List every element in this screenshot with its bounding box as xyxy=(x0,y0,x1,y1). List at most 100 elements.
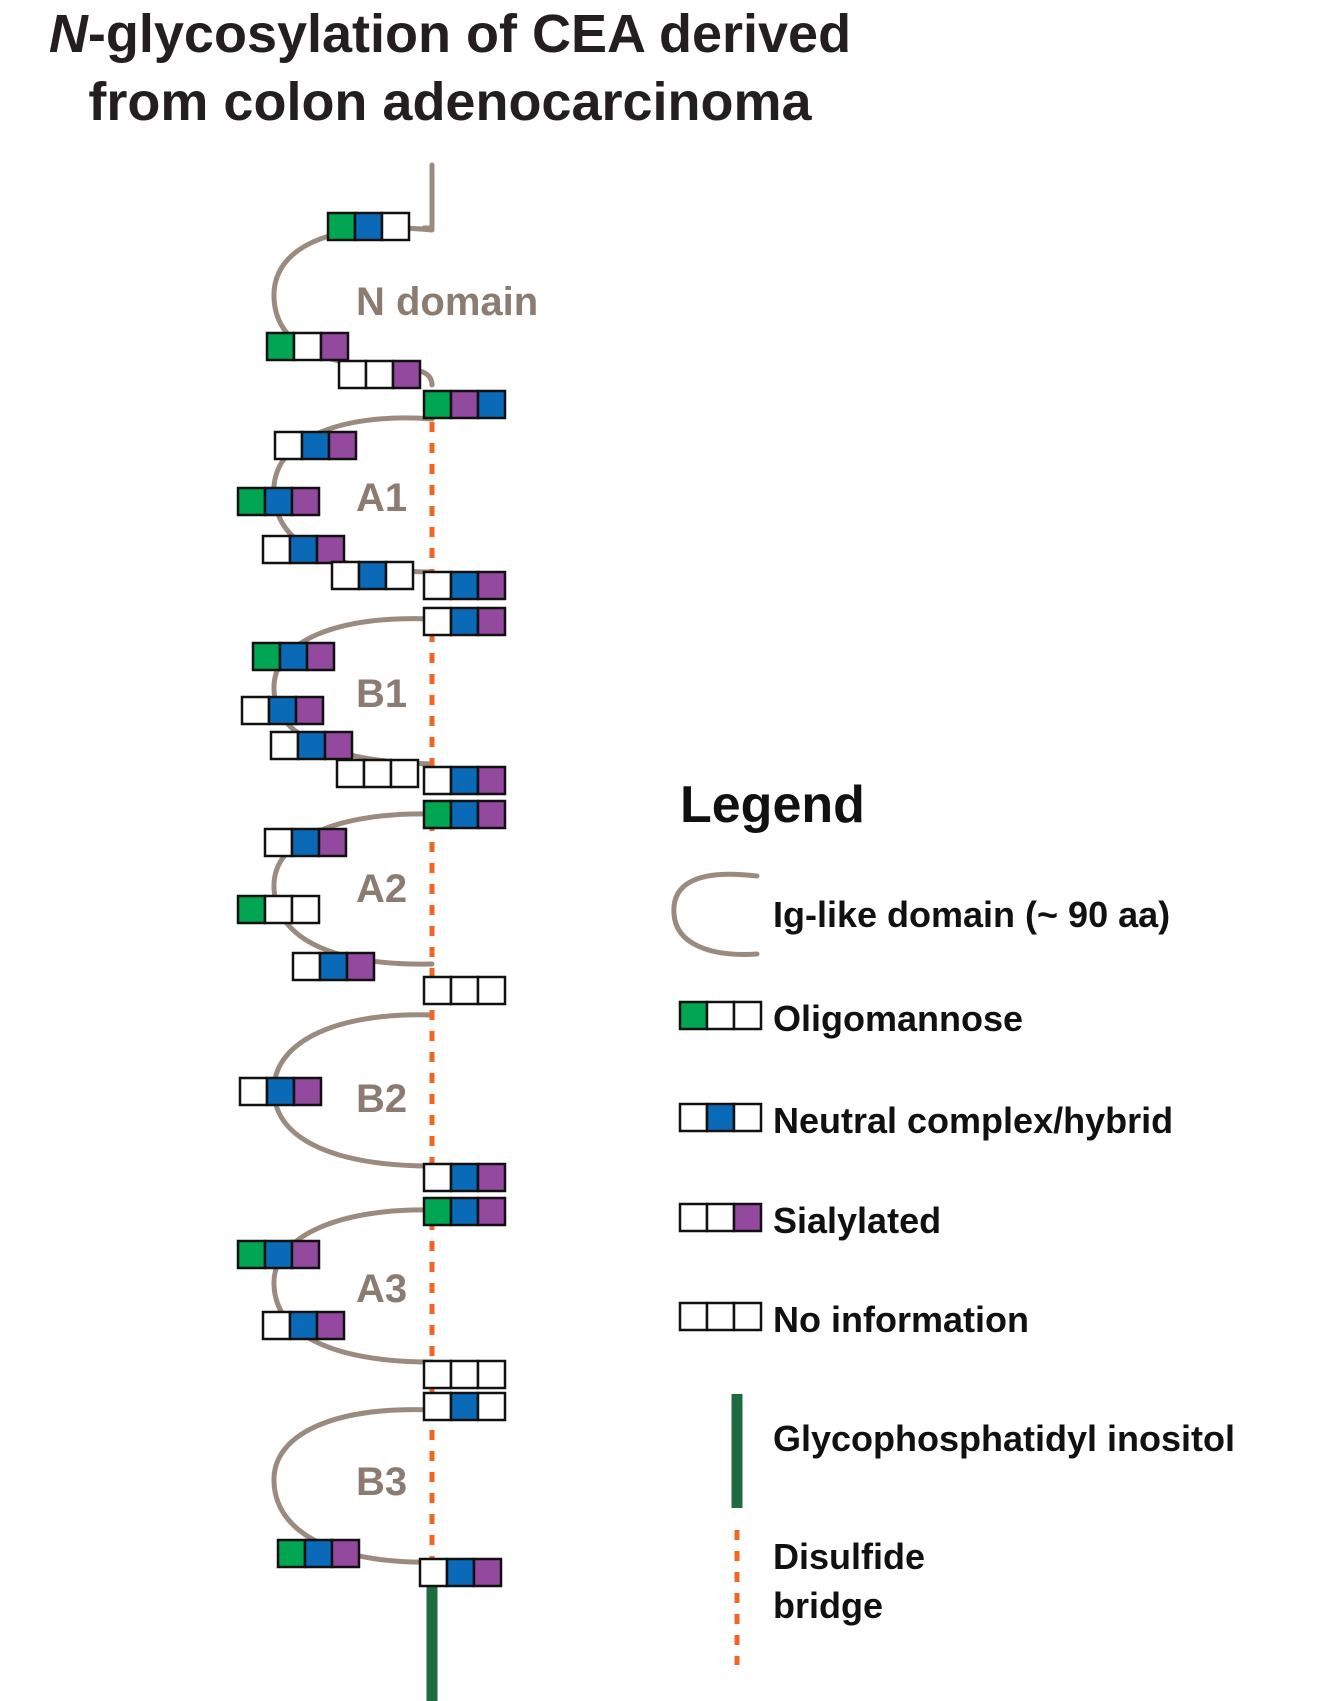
empty-residue-box xyxy=(422,1391,453,1422)
empty-residue-box xyxy=(292,331,323,362)
oligomannose-residue-box xyxy=(236,1239,267,1270)
backbone-top-segment xyxy=(421,162,435,231)
empty-residue-box xyxy=(476,1391,507,1422)
oligomannose-residue-box xyxy=(236,894,267,925)
empty-residue-box xyxy=(678,1202,709,1233)
sialylated-residue-box xyxy=(330,1538,361,1569)
sialylated-residue-box xyxy=(391,359,422,390)
legend-oligomannose-label: Oligomannose xyxy=(773,998,1023,1039)
neutral-residue-box xyxy=(353,211,384,242)
domain-label-a2: A2 xyxy=(356,867,407,911)
empty-residue-box xyxy=(291,951,322,982)
domain-label-b2: B2 xyxy=(356,1077,407,1121)
sialylated-residue-box xyxy=(476,570,507,601)
empty-residue-box xyxy=(290,894,321,925)
legend-sialylated-label: Sialylated xyxy=(773,1200,941,1241)
sialylated-residue-box xyxy=(290,1239,321,1270)
sialylated-residue-box xyxy=(315,534,346,565)
neutral-residue-box xyxy=(265,1076,296,1107)
empty-residue-box xyxy=(362,758,393,789)
domain-label-b3: B3 xyxy=(356,1460,407,1504)
empty-residue-box xyxy=(422,606,453,637)
sialylated-residue-box xyxy=(290,486,321,517)
neutral-residue-box xyxy=(263,486,294,517)
legend-no-info-label: No information xyxy=(773,1299,1029,1340)
sialylated-residue-box xyxy=(476,606,507,637)
sialylated-residue-box xyxy=(323,730,354,761)
glycan-glyph xyxy=(422,570,507,601)
oligomannose-residue-box xyxy=(422,799,453,830)
sialylated-residue-box xyxy=(476,1162,507,1193)
legend-sialylated-icon xyxy=(678,1202,763,1233)
glycan-glyph xyxy=(422,606,507,637)
legend-neutral-label: Neutral complex/hybrid xyxy=(773,1100,1173,1141)
neutral-residue-box xyxy=(449,799,480,830)
sialylated-residue-box xyxy=(476,765,507,796)
sialylated-residue-box xyxy=(476,1196,507,1227)
sialylated-residue-box xyxy=(345,951,376,982)
neutral-residue-box xyxy=(290,827,321,858)
neutral-residue-box xyxy=(449,1162,480,1193)
legend-neutral-icon xyxy=(678,1102,763,1133)
empty-residue-box xyxy=(422,1359,453,1390)
oligomannose-residue-box xyxy=(236,486,267,517)
empty-residue-box xyxy=(422,1162,453,1193)
empty-residue-box xyxy=(422,570,453,601)
empty-residue-box xyxy=(678,1102,709,1133)
sialylated-residue-box xyxy=(472,1557,503,1588)
neutral-residue-box xyxy=(288,534,319,565)
empty-residue-box xyxy=(263,894,294,925)
neutral-residue-box xyxy=(449,570,480,601)
glycan-glyph xyxy=(261,534,346,565)
glycan-glyph xyxy=(335,758,420,789)
neutral-residue-box xyxy=(288,1310,319,1341)
neutral-residue-box xyxy=(705,1102,736,1133)
oligomannose-residue-box xyxy=(422,1196,453,1227)
neutral-residue-box xyxy=(445,1557,476,1588)
empty-residue-box xyxy=(273,430,304,461)
oligomannose-residue-box xyxy=(251,641,282,672)
oligomannose-residue-box xyxy=(678,1000,709,1031)
empty-residue-box xyxy=(678,1301,709,1332)
empty-residue-box xyxy=(476,975,507,1006)
glycan-glyph xyxy=(276,1538,361,1569)
glycan-glyph xyxy=(422,799,507,830)
domain-labels: N domain A1 B1 A2 B2 A3 B3 xyxy=(356,280,538,1504)
b1-domain-loop xyxy=(271,616,435,767)
sialylated-residue-box xyxy=(319,331,350,362)
legend-ig-domain-icon xyxy=(671,871,760,957)
title-line-1: N-glycosylation of CEA derived xyxy=(0,0,900,68)
empty-residue-box xyxy=(476,1359,507,1390)
neutral-residue-box xyxy=(303,1538,334,1569)
empty-residue-box xyxy=(705,1202,736,1233)
sialylated-residue-box xyxy=(292,1076,323,1107)
empty-residue-box xyxy=(238,1076,269,1107)
glycan-glyph xyxy=(422,975,507,1006)
empty-residue-box xyxy=(389,758,420,789)
sialylated-residue-box xyxy=(317,827,348,858)
empty-residue-box xyxy=(422,765,453,796)
title-italic-prefix: N xyxy=(48,4,88,64)
sialylated-residue-box xyxy=(327,430,358,461)
neutral-residue-box xyxy=(449,1196,480,1227)
empty-residue-box xyxy=(335,758,366,789)
title-line-2: from colon adenocarcinoma xyxy=(88,72,812,132)
empty-residue-box xyxy=(422,975,453,1006)
empty-residue-box xyxy=(261,1310,292,1341)
neutral-residue-box xyxy=(296,730,327,761)
glycan-glyph xyxy=(422,765,507,796)
sialylated-residue-box xyxy=(315,1310,346,1341)
glycan-glyph xyxy=(330,560,415,591)
sialylated-residue-box xyxy=(294,695,325,726)
empty-residue-box xyxy=(269,730,300,761)
domain-label-a1: A1 xyxy=(356,476,407,520)
neutral-residue-box xyxy=(357,560,388,591)
sialylated-residue-box xyxy=(305,641,336,672)
legend-disulfide-label-line-2: bridge xyxy=(773,1585,883,1626)
glycan-glyph xyxy=(422,389,507,420)
oligomannose-residue-box xyxy=(276,1538,307,1569)
legend-disulfide-label-line-1: Disulfide xyxy=(773,1536,925,1577)
domain-label-n: N domain xyxy=(356,280,538,324)
neutral-residue-box xyxy=(318,951,349,982)
